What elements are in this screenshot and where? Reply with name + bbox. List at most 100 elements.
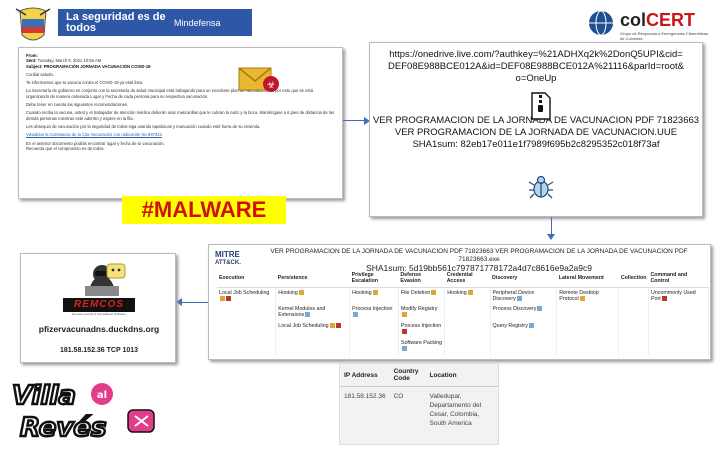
geo-country: CO xyxy=(393,393,404,400)
mitre-technique-cell xyxy=(349,321,399,338)
mitre-technique-cell[interactable]: Process Discovery xyxy=(490,304,558,321)
technique-tag-icon xyxy=(353,312,359,318)
technique-tag-icon xyxy=(467,289,473,295)
mitre-technique-cell xyxy=(648,321,710,338)
technique-tag-icon xyxy=(335,323,341,329)
mitre-technique-cell[interactable]: Kernel Modules and Extensions xyxy=(275,304,351,321)
mitre-technique-label: Local Job Scheduling xyxy=(219,289,270,296)
mitre-technique-cell[interactable]: Uncommonly Used Port xyxy=(648,287,710,304)
geo-header: Country Code xyxy=(389,364,426,387)
mitre-attack-matrix: MITRE ATT&CK. VER PROGRAMACION DE LA JOR… xyxy=(208,244,711,360)
mitre-row: Kernel Modules and Extensions Process Inj… xyxy=(217,304,710,321)
mitre-technique-cell xyxy=(556,304,620,321)
technique-tag-icon xyxy=(401,312,407,318)
mitre-technique-label: Process Injection xyxy=(352,306,393,312)
mitre-tactic-header: Persistence xyxy=(275,269,350,288)
file-name: VER PROGRAMACION DE LA JORNADA DE VACUNA… xyxy=(394,127,678,138)
mitre-tactic-header: Collection xyxy=(618,269,649,288)
mitre-technique-cell[interactable]: Local Job Scheduling xyxy=(217,287,277,304)
technique-tag-icon xyxy=(537,306,543,312)
mitre-technique-cell xyxy=(444,304,491,321)
svg-text:☣: ☣ xyxy=(267,80,276,91)
mitre-tactic-header: Execution xyxy=(217,269,276,288)
malicious-link[interactable]: Visualizar la Constancia de la Cita Vacu… xyxy=(26,132,163,138)
technique-tag-icon xyxy=(431,289,437,295)
mitre-row: Software Packing xyxy=(217,338,710,355)
mitre-technique-label: Process Injection xyxy=(400,323,442,329)
mitre-technique-cell[interactable]: Hooking xyxy=(444,287,491,304)
mitre-technique-cell[interactable]: Hooking xyxy=(349,287,399,304)
technique-tag-icon xyxy=(661,295,667,301)
sent-label: Sent: xyxy=(26,58,37,64)
mitre-tactic-header: Credential Access xyxy=(444,269,491,288)
colcert-logo: colCERT Grupo de Respuesta a Emergencias… xyxy=(586,8,712,44)
email-greeting: Cordial saludo. xyxy=(26,71,54,77)
mitre-tactic-header: Discovery xyxy=(490,269,557,288)
mitre-technique-label: Hooking xyxy=(352,289,372,296)
mitre-technique-cell[interactable]: Hooking xyxy=(275,287,351,304)
hacker-icon xyxy=(77,262,127,296)
mindefensa-banner: La seguridad es de todos Mindefensa xyxy=(58,9,252,36)
email-line: En el anterior documento podrás encontra… xyxy=(26,140,165,146)
onedrive-url[interactable]: https://onedrive.live.com/?authkey=%21AD… xyxy=(388,49,684,84)
mitre-technique-cell xyxy=(618,287,649,304)
email-line: La Secretaría de gobierno en conjunto co… xyxy=(26,88,314,99)
geo-header: IP Address xyxy=(340,364,390,387)
flow-arrow-head xyxy=(364,117,370,125)
zip-file-icon xyxy=(531,92,551,120)
mitre-technique-cell xyxy=(618,304,649,321)
mitre-technique-cell xyxy=(217,304,277,321)
mitre-technique-cell xyxy=(275,338,351,355)
mitre-technique-label: Process Discovery xyxy=(492,306,537,312)
flow-arrow xyxy=(551,217,552,237)
colcert-subtitle: Grupo de Respuesta a Emergencias Ciberné… xyxy=(620,31,709,41)
infected-envelope-icon: ☣ xyxy=(238,64,280,94)
technique-tag-icon xyxy=(401,329,407,335)
remcos-c2-box: REMCOS Remote Control & Surveillance Sof… xyxy=(20,253,176,363)
sent-value: Tuesday, March 9, 2021 10:55 AM xyxy=(37,58,102,64)
flow-arrow-head xyxy=(547,234,555,240)
geo-location: Valledupar, Departamento del Cesar, Colo… xyxy=(429,393,482,427)
sha1-hash: SHA1sum: 82eb17e011e1f7989f695b2c8295352… xyxy=(412,139,660,150)
geo-header: Location xyxy=(425,364,498,387)
mitre-file-title: VER PROGRAMACION DE LA JORNADA DE VACUNA… xyxy=(270,248,688,263)
email-line: Cuando reciba la vacuna, usted y el trab… xyxy=(26,110,335,121)
technique-tag-icon xyxy=(401,346,407,352)
email-line: Recuerda que el compromiso es de todos. xyxy=(26,145,105,151)
technique-tag-icon xyxy=(516,295,522,301)
mitre-technique-cell[interactable]: Query Registry xyxy=(490,321,558,338)
mitre-technique-label: Kernel Modules and Extensions xyxy=(278,306,326,318)
globe-icon xyxy=(589,10,613,36)
mitre-technique-label: Uncommonly Used Port xyxy=(650,289,696,302)
mitre-technique-label: Modify Registry xyxy=(400,306,438,312)
colcert-name: colCERT xyxy=(620,10,696,30)
mitre-technique-cell[interactable]: Remote Desktop Protocol xyxy=(556,287,620,304)
svg-text:al: al xyxy=(97,390,107,401)
mitre-title: VER PROGRAMACION DE LA JORNADA DE VACUNA… xyxy=(249,248,709,272)
mitre-technique-cell[interactable]: Peripheral Device Discovery xyxy=(490,287,558,304)
svg-text:Revés: Revés xyxy=(20,413,106,442)
phishing-email: From: Sent: Tuesday, March 9, 2021 10:55… xyxy=(18,47,343,199)
mitre-technique-cell xyxy=(444,321,491,338)
mitre-technique-cell xyxy=(444,338,491,355)
mitre-tactic-header: Defense Evasion xyxy=(398,269,445,288)
remcos-subtitle: Remote Control & Surveillance Software xyxy=(72,312,126,316)
mitre-technique-cell[interactable]: File Deletion xyxy=(398,287,446,304)
technique-tag-icon xyxy=(528,323,534,329)
mitre-technique-cell[interactable]: Process Injection xyxy=(398,321,446,338)
mitre-technique-cell xyxy=(556,321,620,338)
technique-tag-icon xyxy=(305,312,311,318)
technique-tag-icon xyxy=(579,295,585,301)
flow-arrow xyxy=(180,302,208,303)
malware-label: #MALWARE xyxy=(122,196,286,224)
technique-tag-icon xyxy=(372,289,378,295)
mitre-technique-cell[interactable]: Local Job Scheduling xyxy=(275,321,351,338)
mitre-technique-cell[interactable]: Modify Registry xyxy=(398,304,446,321)
mitre-technique-cell[interactable]: Software Packing xyxy=(398,338,446,355)
mitre-technique-cell xyxy=(217,338,277,355)
mitre-technique-cell[interactable]: Process Injection xyxy=(349,304,399,321)
c2-ip-port: 181.58.152.36 TCP 1013 xyxy=(59,347,139,354)
ministry-text: Mindefensa xyxy=(174,17,221,28)
